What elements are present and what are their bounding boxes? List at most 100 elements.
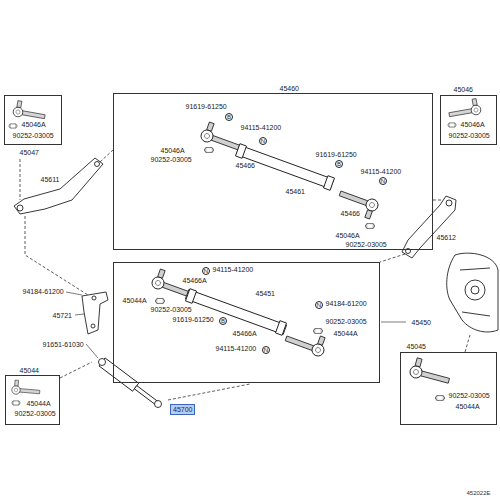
drawing-stroke — [66, 292, 82, 295]
circle-letter: N — [204, 268, 208, 274]
drawing-stroke — [381, 322, 406, 323]
part-number: 45044A — [26, 400, 51, 407]
part-number: 45046A — [160, 147, 185, 154]
watermark: 452022E — [466, 490, 491, 496]
drawing-stroke — [204, 148, 214, 153]
circled-letter: N — [259, 137, 268, 146]
part-number: 45044A — [455, 403, 480, 410]
circle-letter: N — [381, 178, 385, 184]
circled-letter: N — [315, 301, 324, 310]
circled-letter: N — [202, 267, 211, 276]
part-number: 94115-41200 — [212, 266, 254, 273]
part-number: 94115-41200 — [240, 124, 282, 131]
drawing-stroke — [313, 329, 323, 334]
drawing-stroke — [447, 253, 498, 332]
drawing-stroke — [446, 200, 452, 206]
part-number: 45046A — [460, 121, 485, 128]
circle-letter: B — [227, 114, 231, 120]
drawing-stroke — [100, 150, 113, 162]
drawing-stroke — [168, 384, 250, 400]
part-group-box: 45045 — [400, 352, 497, 425]
part-number: 45466 — [235, 162, 255, 169]
group-number: 45450 — [411, 319, 431, 326]
part-number: 45046A — [21, 121, 46, 128]
part-number: 45044A — [122, 297, 147, 304]
part-number: 91651-61030 — [42, 341, 84, 348]
part-number: 91619-61250 — [172, 316, 214, 323]
drawing-stroke — [284, 325, 328, 357]
drawing-stroke — [99, 359, 106, 366]
circle-letter: N — [261, 138, 265, 144]
drawing-stroke — [447, 98, 481, 119]
drawing-stroke — [199, 121, 243, 153]
drawing-stroke — [82, 292, 108, 334]
part-number: 94115-41200 — [215, 345, 257, 352]
part-number: 90252-03005 — [150, 306, 192, 313]
dashed-leader — [20, 150, 470, 400]
drawing-stroke — [92, 296, 96, 300]
drawing-stroke — [99, 358, 139, 391]
part-number: 45461 — [285, 188, 305, 195]
part-number: 45046A — [335, 232, 360, 239]
steering-gear — [447, 253, 498, 332]
drawing-stroke — [471, 286, 479, 294]
drawing-stroke — [402, 196, 456, 258]
drawing-stroke — [435, 396, 445, 401]
part-number: 45612 — [436, 234, 456, 241]
part-number: 90252-03005 — [448, 392, 490, 399]
group-number: 45460 — [279, 85, 299, 92]
part-number: 45044A — [333, 330, 358, 337]
drawing-stroke — [9, 124, 17, 128]
circled-letter: B — [225, 113, 234, 122]
drawing-stroke — [323, 176, 334, 191]
drawing-stroke — [335, 188, 379, 220]
drawing-stroke — [155, 299, 165, 304]
steering-damper — [86, 344, 162, 408]
drawing-stroke — [17, 205, 23, 211]
drawing-stroke — [380, 254, 405, 262]
part-number: 45466 — [340, 210, 360, 217]
drawing-stroke — [465, 335, 470, 352]
part-number: 45466A — [232, 330, 257, 337]
drawing-stroke — [25, 216, 88, 295]
circle-letter: N — [264, 347, 268, 353]
drawing-stroke — [75, 314, 84, 315]
drawing-stroke — [95, 162, 100, 167]
drawing-stroke — [185, 289, 196, 304]
part-number: 90252-03005 — [345, 241, 387, 248]
drawing-stroke — [155, 401, 162, 408]
circled-letter: N — [262, 346, 271, 355]
part-number: 45611 — [40, 176, 60, 183]
circled-letter: N — [379, 177, 388, 186]
drawing-stroke — [275, 321, 286, 336]
part-number: 90252-03005 — [448, 132, 490, 139]
circled-letter: B — [219, 317, 228, 326]
drawing-stroke — [20, 159, 21, 200]
group-number: 45046 — [453, 86, 473, 93]
part-number: 94184-61200 — [22, 288, 64, 295]
part-number: 45466A — [182, 277, 207, 284]
drawing-stroke — [460, 268, 490, 316]
drawing-stroke — [465, 280, 485, 300]
group-number: 45044 — [19, 367, 39, 374]
drawing-stroke — [12, 401, 20, 405]
drawing-stroke — [185, 290, 286, 335]
circle-letter: B — [337, 161, 341, 167]
circled-letter: B — [335, 160, 344, 169]
part-number: 90252-03005 — [12, 132, 54, 139]
drawing-stroke — [409, 357, 453, 387]
part-number: 94184-61200 — [325, 300, 367, 307]
part-number: 90252-03005 — [14, 410, 56, 417]
drawing-stroke — [448, 123, 456, 127]
drawing-stroke — [365, 224, 375, 229]
part-number: 90252-03005 — [325, 318, 367, 325]
circle-letter: N — [317, 302, 321, 308]
drawing-stroke — [12, 100, 46, 121]
part-number: 45451 — [255, 290, 275, 297]
part-number: 45700 — [170, 404, 195, 415]
drawing-stroke — [91, 324, 95, 328]
drawing-stroke — [86, 344, 98, 358]
